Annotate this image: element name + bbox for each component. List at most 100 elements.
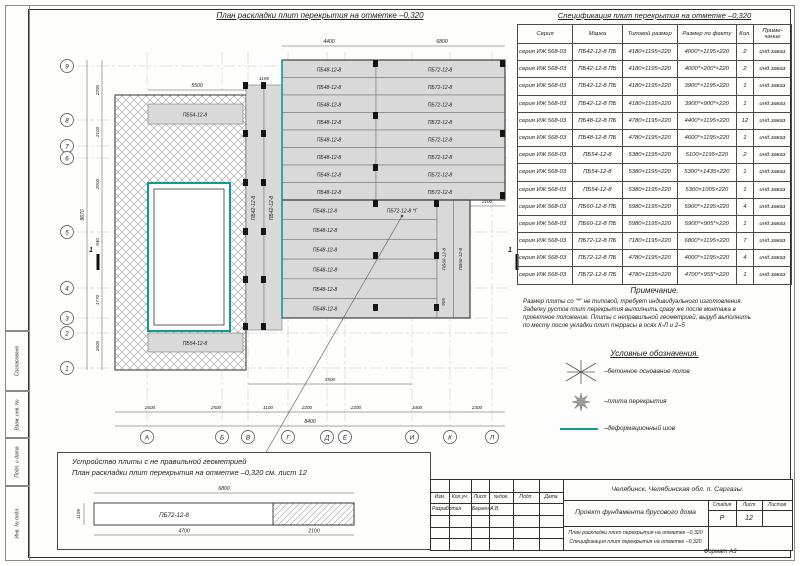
spec-cell-factsize: 6800*×1195×220 — [676, 232, 737, 251]
spec-row: серия ИЖ 568-03 ПБ48-12-8 ПБ 4780×1195×2… — [517, 128, 793, 148]
spec-cell-note: инд.заказ — [752, 214, 793, 234]
tb-sheet-value: 12 — [745, 515, 753, 522]
spec-cell-typesize: 4780×1195×220 — [621, 249, 678, 268]
notes-title: Примечание. — [630, 286, 679, 295]
spec-cell-qty: 1 — [735, 214, 754, 234]
spec-row: серия ИЖ 568-03 ПБ42-12-8 ПБ 4180×1195×2… — [517, 42, 793, 62]
spec-cell-typesize: 5980×1195×220 — [621, 197, 678, 216]
spec-cell-note: инд.заказ — [752, 249, 793, 268]
spec-header: Приме- чание — [752, 24, 793, 44]
spec-cell-factsize: 4600*×1195×220 — [676, 128, 737, 148]
floor-slab-symbol — [571, 392, 591, 412]
spec-cell-factsize: 4000*×1195×220 — [676, 249, 737, 268]
svg-text:ПБ48-12-8: ПБ48-12-8 — [313, 307, 338, 313]
spec-cell-series: серия ИЖ 568-03 — [517, 128, 573, 148]
spec-cell-mark: ПБ42-12-8 ПБ — [572, 94, 623, 113]
spec-row: серия ИЖ 568-03 ПБ60-12-8 ПБ 5980×1195×2… — [517, 197, 793, 216]
svg-text:2200: 2200 — [350, 405, 362, 410]
spec-cell-series: серия ИЖ 568-03 — [517, 197, 573, 216]
svg-text:ПБ60-12-8: ПБ60-12-8 — [458, 247, 463, 270]
spec-title: Спецификация плит перекрытия на отметке … — [557, 11, 752, 20]
spec-cell-qty: 1 — [735, 94, 754, 113]
tb-stage-value: Р — [719, 515, 725, 522]
svg-text:ПБ48-12-8: ПБ48-12-8 — [317, 68, 342, 74]
spec-cell-mark: ПБ42-12-8 ПБ — [572, 60, 623, 79]
spec-cell-series: серия ИЖ 568-03 — [517, 42, 573, 62]
svg-text:940: 940 — [95, 238, 100, 246]
svg-text:1: 1 — [508, 247, 512, 254]
spec-cell-note: инд.заказ — [752, 197, 793, 216]
spec-cell-mark: ПБ54-12-8 — [572, 180, 623, 199]
frame-strip-soglasovano: Согласовано — [5, 330, 30, 392]
tb-sheets-label: Листов — [767, 502, 787, 508]
svg-text:1: 1 — [65, 366, 68, 373]
svg-text:Е: Е — [343, 435, 348, 442]
frame-strip-vzam: Взам. инв. № — [5, 390, 30, 439]
spec-cell-mark: ПБ60-12-8 ПБ — [572, 197, 623, 216]
spec-cell-mark: ПБ48-12-8 ПБ — [572, 111, 623, 130]
spec-cell-qty: 12 — [735, 111, 754, 130]
spec-cell-typesize: 5380×1195×220 — [621, 146, 678, 165]
spec-table: Серия Марка Типовой размер Размер по фак… — [517, 24, 793, 285]
spec-cell-mark: ПБ42-12-8 ПБ — [572, 42, 623, 62]
notes-body: Размер плиты со "*" не типовой, требует … — [523, 298, 791, 330]
svg-text:ПБ48-12-8: ПБ48-12-8 — [317, 190, 342, 196]
spec-cell-factsize: 4700*×955*×220 — [676, 266, 737, 285]
svg-text:ПБ48-12-8: ПБ48-12-8 — [317, 138, 342, 144]
svg-text:ПБ48-12-8: ПБ48-12-8 — [317, 120, 342, 126]
lower-slab-field — [281, 199, 471, 319]
svg-text:2100: 2100 — [95, 126, 100, 138]
svg-text:5: 5 — [65, 230, 69, 237]
spec-row: серия ИЖ 568-03 ПБ48-12-8 ПБ 4780×1195×2… — [517, 111, 793, 130]
spec-row: серия ИЖ 568-03 ПБ72-12-8 ПБ 4780×1195×2… — [517, 249, 793, 268]
spec-cell-qty: 1 — [735, 77, 754, 96]
callout-box: Устройство плиты с не правильной геометр… — [57, 452, 431, 550]
svg-text:9670: 9670 — [80, 209, 86, 220]
svg-text:6800: 6800 — [436, 39, 447, 45]
spec-cell-series: серия ИЖ 568-03 — [517, 266, 573, 285]
svg-text:ПБ72-12-8: ПБ72-12-8 — [428, 190, 453, 196]
svg-text:2290: 2290 — [95, 84, 100, 96]
spec-cell-qty: 1 — [735, 163, 754, 182]
spec-cell-factsize: 4400*×1195×220 — [676, 111, 737, 130]
spec-cell-typesize: 4180×1195×220 — [621, 77, 678, 96]
title-block: Изм. Кол.уч. Лист №док. Подп. Дата Разра… — [430, 479, 793, 551]
svg-text:Г: Г — [286, 435, 290, 442]
spec-cell-typesize: 4780×1195×220 — [621, 111, 678, 130]
deformation-joint-symbol — [560, 428, 598, 430]
spec-header: Марка — [572, 24, 623, 44]
axis-bubbles-bottom: А Б В Г Д Е И К Л — [140, 430, 499, 444]
spec-cell-qty: 7 — [735, 232, 754, 251]
svg-text:ПБ72-12-8 *Г: ПБ72-12-8 *Г — [387, 209, 419, 215]
legend-label-joint: –деформационный шов — [604, 425, 675, 432]
spec-cell-qty: 1 — [735, 128, 754, 148]
axis-bubbles-left: 9 8 7 6 5 4 3 2 1 — [60, 59, 74, 375]
svg-text:ПБ42-12-8: ПБ42-12-8 — [251, 196, 257, 221]
svg-text:1770: 1770 — [95, 294, 100, 305]
spec-cell-note: инд.заказ — [752, 266, 793, 285]
note-line: Размер плиты со "*" не типовой, требует … — [523, 298, 743, 305]
spec-cell-typesize: 4780×1195×220 — [621, 266, 678, 285]
spec-cell-mark: ПБ54-12-8 — [572, 163, 623, 182]
spec-cell-factsize: 5900*×1195×220 — [676, 197, 737, 216]
svg-text:Д: Д — [324, 435, 330, 442]
spec-row: серия ИЖ 568-03 ПБ72-12-8 ПБ 7180×1195×2… — [517, 232, 793, 251]
svg-text:7: 7 — [65, 144, 69, 151]
svg-text:ПБ72-12-8: ПБ72-12-8 — [428, 138, 453, 144]
leader-line — [264, 214, 404, 455]
spec-cell-series: серия ИЖ 568-03 — [517, 77, 573, 96]
svg-text:4: 4 — [65, 286, 69, 293]
svg-text:ПБ54-12-8: ПБ54-12-8 — [183, 341, 208, 347]
callout-dim-left: 4700 — [178, 529, 189, 535]
spec-cell-note: инд.заказ — [752, 163, 793, 182]
svg-text:5500: 5500 — [191, 83, 202, 89]
spec-cell-factsize: 5300*×1435×220 — [676, 163, 737, 182]
spec-cell-note: инд.заказ — [752, 42, 793, 62]
spec-cell-mark: ПБ72-12-8 ПБ — [572, 249, 623, 268]
spec-cell-factsize: 5300×1005×220 — [676, 180, 737, 199]
svg-text:ПБ72-12-8: ПБ72-12-8 — [428, 120, 453, 126]
spec-cell-mark: ПБ48-12-8 ПБ — [572, 128, 623, 148]
spec-cell-factsize: 3900*×1195×220 — [676, 77, 737, 96]
callout-dim-top: 6800 — [218, 486, 229, 492]
